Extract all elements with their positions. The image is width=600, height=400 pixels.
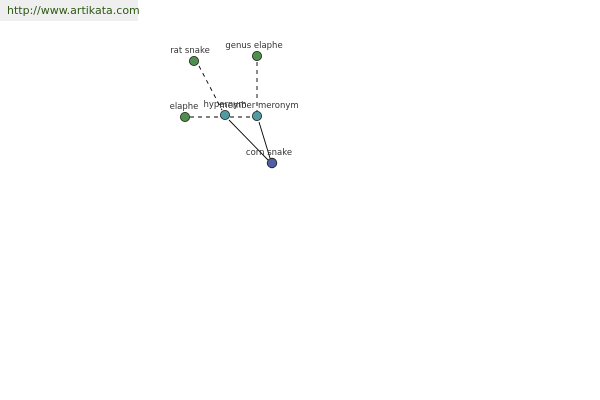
node-label-hypernym[interactable]: hypernym [203, 100, 246, 110]
graph-node-elaphe[interactable]: elaphe [170, 102, 199, 123]
node-dot-icon[interactable] [188, 56, 199, 67]
edge-member-meronym-corn-snake [258, 121, 271, 159]
graph-edges [190, 62, 271, 161]
node-label-rat-snake[interactable]: rat snake [170, 46, 210, 56]
site-url-link[interactable]: http://www.artikata.com [7, 4, 140, 17]
graph-node-corn-snake[interactable]: corn snake [246, 148, 292, 169]
node-dot-icon[interactable] [251, 111, 262, 122]
edge-hypernym-corn-snake [228, 119, 269, 161]
graph-node-genus-elaphe[interactable]: genus elaphe [225, 41, 283, 62]
node-dot-icon[interactable] [179, 112, 190, 123]
edge-rat-snake-hypernym [198, 65, 223, 111]
node-label-genus-elaphe[interactable]: genus elaphe [225, 41, 282, 51]
graph-node-hypernym[interactable]: hypernym [203, 100, 247, 121]
graph-node-rat-snake[interactable]: rat snake [170, 46, 210, 67]
node-label-corn-snake[interactable]: corn snake [246, 148, 292, 158]
node-label-member-meronym[interactable]: member meronym [219, 101, 298, 111]
url-bar: http://www.artikata.com [0, 0, 140, 21]
graph-node-member-meronym[interactable]: member meronym [219, 101, 299, 122]
node-label-elaphe[interactable]: elaphe [170, 102, 199, 112]
node-dot-icon[interactable] [266, 157, 278, 169]
node-dot-icon[interactable] [219, 110, 230, 121]
node-dot-icon[interactable] [251, 51, 262, 62]
